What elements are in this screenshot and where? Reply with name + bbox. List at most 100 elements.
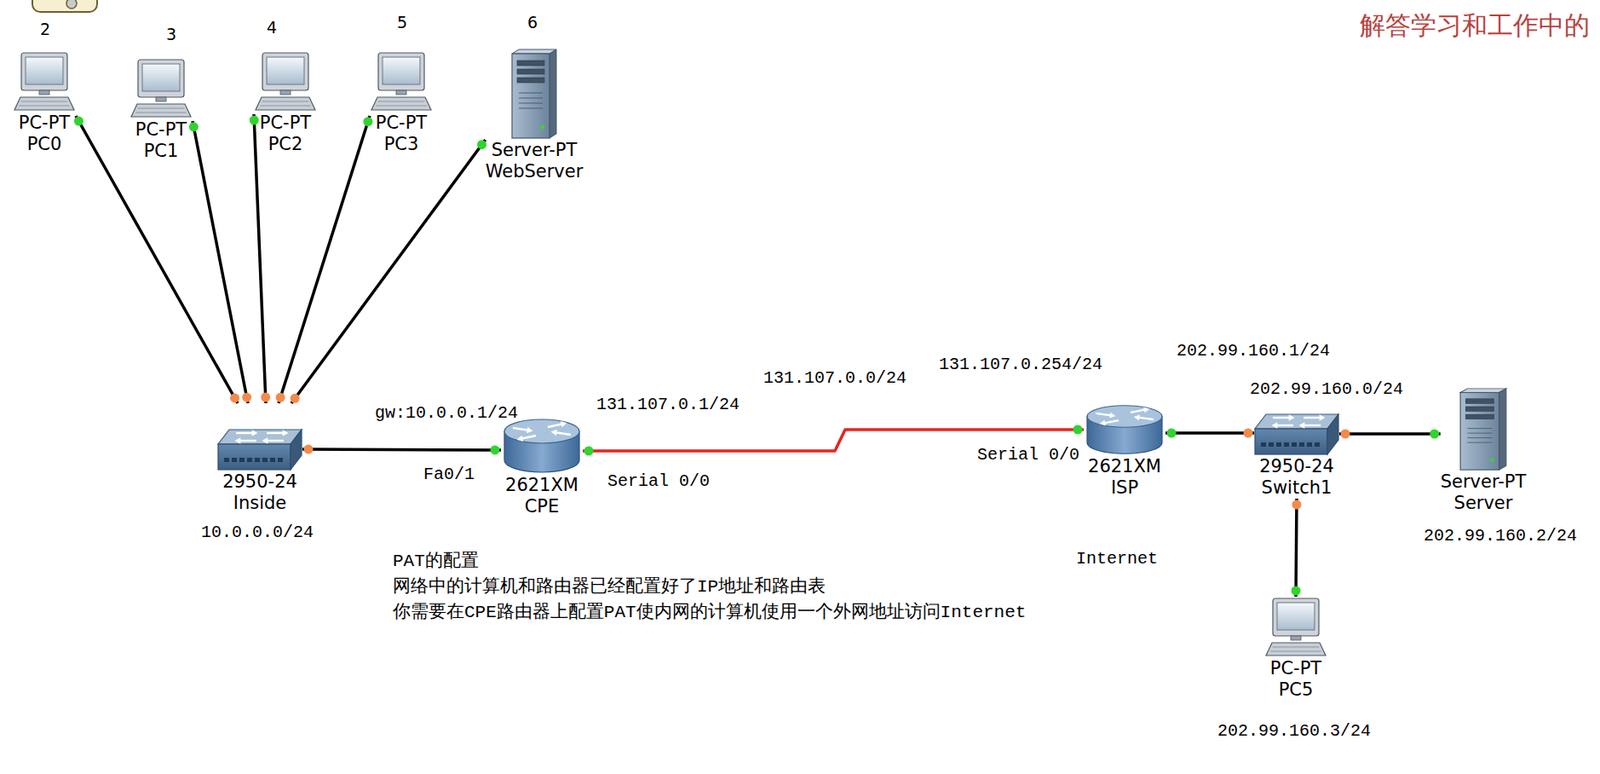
vent-line — [1467, 432, 1492, 434]
link-light — [189, 121, 199, 132]
monitor-stand — [39, 90, 50, 95]
device-name: ISP — [1083, 477, 1166, 499]
switch-side — [290, 429, 302, 470]
device-model: PC-PT — [369, 112, 433, 134]
icon-arrowhead — [526, 426, 533, 433]
link-light — [1291, 499, 1301, 509]
vent-line — [1467, 437, 1492, 438]
switch-node: 2950-24Switch1 — [1254, 413, 1340, 499]
icon-arrowhead — [282, 429, 289, 436]
switch-port — [1283, 442, 1290, 447]
device-model: PC-PT — [1264, 657, 1328, 680]
switch-port — [239, 457, 245, 462]
pc-icon — [253, 51, 317, 113]
link-light — [303, 444, 313, 455]
pc-node: PC-PTPC3 — [369, 51, 433, 156]
router-icon — [1083, 402, 1166, 456]
monitor-case — [138, 59, 185, 98]
keyboard — [371, 97, 432, 110]
icon-arrowhead — [1143, 407, 1150, 414]
pc-node: PC-PTPC0 — [12, 51, 76, 156]
icon-arrowhead — [517, 435, 524, 442]
switch-icon — [217, 402, 303, 472]
device-name: Inside — [217, 492, 303, 514]
switch-port — [254, 457, 260, 462]
switch-top — [218, 429, 302, 444]
pc-icon — [12, 51, 76, 113]
switch-port — [1314, 442, 1320, 447]
device-model: 2621XM — [1083, 455, 1166, 478]
link-light — [290, 393, 300, 403]
switch-port — [1276, 442, 1282, 447]
interface-label: Fa0/1 — [423, 464, 475, 485]
drive-bay — [1465, 406, 1494, 411]
switch-port — [224, 457, 230, 462]
pc-node: PC-PTPC1 — [129, 57, 193, 162]
server-icon — [1456, 387, 1510, 472]
device-name: PC5 — [1264, 679, 1328, 701]
link-light — [1243, 428, 1254, 438]
device-model: PC-PT — [253, 112, 317, 134]
ethernet-link — [192, 120, 248, 403]
link-light — [1167, 428, 1177, 438]
device-name: PC3 — [369, 133, 433, 156]
vent-line — [518, 97, 543, 99]
server-node: Server-PTWebServer — [485, 48, 584, 183]
ethernet-link — [253, 114, 266, 403]
monitor-stand — [155, 97, 167, 102]
link-light — [1429, 429, 1439, 439]
pc-icon — [1264, 596, 1328, 658]
monitor-case — [378, 52, 425, 91]
monitor-screen — [266, 57, 305, 85]
callout-number: 3 — [166, 24, 177, 45]
callout-number: 2 — [40, 19, 51, 40]
interface-label: Serial 0/0 — [607, 471, 710, 492]
link-light — [249, 115, 259, 125]
link-group — [1165, 428, 1255, 438]
router-top — [1087, 405, 1163, 428]
ethernet-link — [1165, 431, 1255, 435]
link-group — [290, 139, 487, 403]
icon-arrowhead — [235, 437, 242, 444]
link-light — [1073, 425, 1083, 435]
power-light — [541, 125, 546, 130]
ip-label: 202.99.160.2/24 — [1423, 525, 1577, 547]
ethernet-link — [1295, 498, 1297, 597]
server-icon — [508, 48, 560, 140]
link-group — [189, 120, 252, 403]
device-model: 2950-24 — [1254, 455, 1340, 478]
device-name: WebServer — [485, 161, 584, 183]
device-model: PC-PT — [129, 119, 193, 141]
zone-label: Internet — [1076, 548, 1158, 570]
monitor-stand — [280, 90, 291, 95]
monitor-case — [21, 52, 68, 91]
link-light — [1291, 586, 1301, 596]
link-light — [1341, 429, 1351, 439]
callout-number: 6 — [527, 12, 538, 33]
switch-side — [1327, 414, 1339, 455]
icon-arrowhead — [262, 437, 269, 444]
pc-icon — [369, 51, 433, 113]
link-light — [490, 444, 501, 455]
interface-label: Serial 0/0 — [977, 444, 1080, 466]
monitor-screen — [1277, 602, 1315, 630]
keyboard — [14, 97, 75, 110]
icon-arrowhead — [1109, 412, 1116, 419]
switch-arrows — [1271, 414, 1326, 428]
router-arrows — [1095, 407, 1154, 426]
link-light — [74, 116, 84, 127]
link-group — [1339, 429, 1441, 439]
switch-port — [1306, 442, 1313, 447]
icon-arrowhead — [1271, 421, 1278, 428]
note-text: 你需要在CPE路由器上配置PAT使内网的计算机使用一个外网地址访问Interne… — [392, 601, 1026, 623]
link-light — [241, 392, 252, 403]
server-front — [512, 53, 550, 139]
drive-bay — [517, 69, 545, 75]
server-top — [512, 49, 557, 54]
router-node: 2621XMISP — [1083, 402, 1166, 499]
ethernet-link — [75, 115, 238, 403]
toolbar-icon-dot — [66, 0, 77, 9]
drive-bay — [1465, 414, 1494, 419]
keyboard-keys — [375, 105, 426, 107]
